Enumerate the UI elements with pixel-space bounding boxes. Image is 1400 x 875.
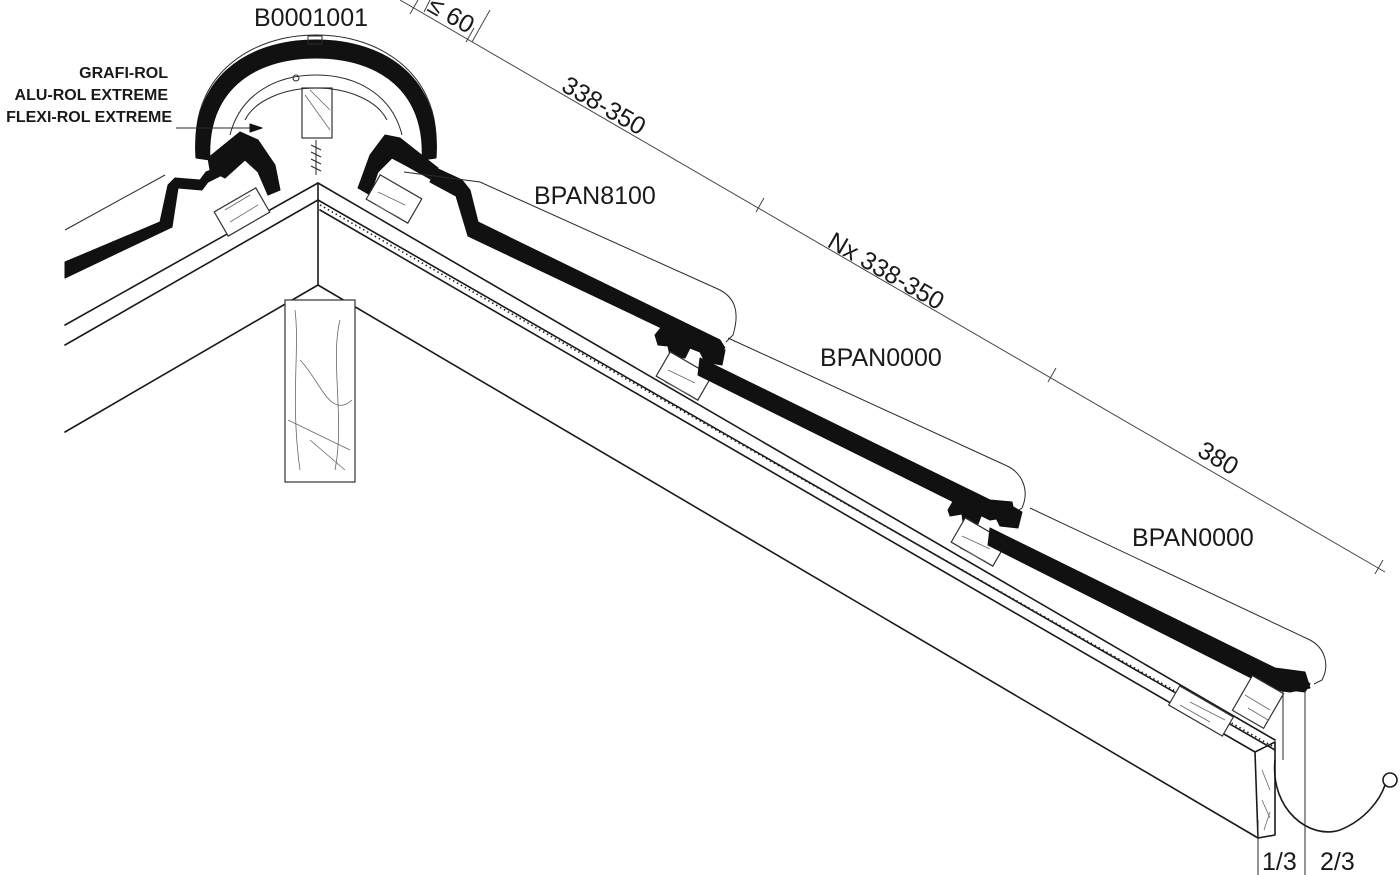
dim-tick-2 <box>465 27 475 43</box>
dim-first-batten: 338-350 <box>557 71 650 141</box>
dimension-chain <box>399 0 1386 575</box>
gutter <box>1257 690 1398 875</box>
eave-batten <box>1167 667 1311 737</box>
roof-structure <box>64 182 1284 839</box>
label-mid-tile: BPAN0000 <box>820 344 942 372</box>
dim-tick-5 <box>1374 559 1384 575</box>
label-gutter-left: 1/3 <box>1262 848 1297 875</box>
left-ridge-tile-section <box>64 131 281 279</box>
label-ridge-roll-1: GRAFI-ROL <box>79 65 168 82</box>
ridge-roll-leader <box>176 123 263 133</box>
dim-batten-spacing: Nx 338-350 <box>823 227 949 316</box>
label-gutter-right: 2/3 <box>1320 848 1355 875</box>
ridge-tile-cap <box>195 34 437 161</box>
leader-arrowhead <box>249 123 263 133</box>
tile-clip-2 <box>947 497 1023 567</box>
label-ridge-tile: B0001001 <box>254 4 368 32</box>
tile-clip-1 <box>654 324 726 401</box>
dim-tick-4 <box>1047 367 1057 383</box>
label-ridge-roll-3: FLEXI-ROL EXTREME <box>6 109 172 126</box>
label-eave-tile: BPAN0000 <box>1132 524 1254 552</box>
label-ridge-roll-2: ALU-ROL EXTREME <box>15 87 169 104</box>
dim-tick-3 <box>755 197 765 213</box>
tile-bpan8100 <box>403 167 737 353</box>
label-top-tile: BPAN8100 <box>534 182 656 210</box>
dim-eave-overhang: 380 <box>1193 436 1243 481</box>
ridge-beam <box>284 299 356 483</box>
ridge-post <box>301 87 333 175</box>
dim-tick-1 <box>409 0 419 15</box>
